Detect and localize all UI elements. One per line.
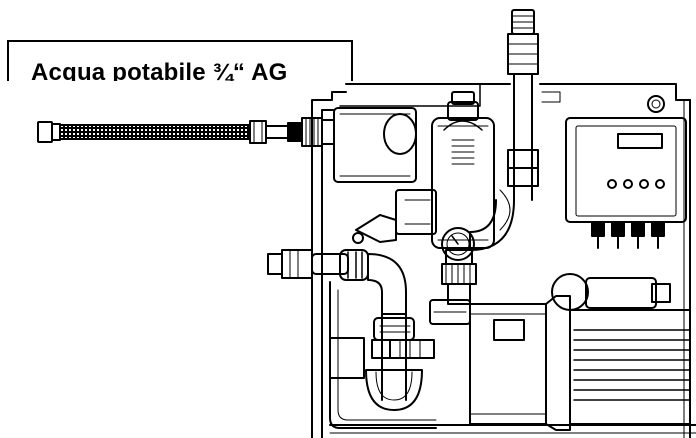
water-inlet-label-text: Acqua potabile ¾“ AG xyxy=(31,59,288,81)
control-unit xyxy=(565,95,687,249)
inlet-coupling xyxy=(301,117,335,147)
flexible-hose xyxy=(37,120,303,144)
outlet-pipe-vertical xyxy=(469,9,561,251)
tank-outline xyxy=(329,281,471,429)
pressure-reducer xyxy=(352,91,495,305)
water-inlet-label: Acqua potabile ¾“ AG xyxy=(7,40,353,81)
pump-motor xyxy=(469,273,691,431)
cabinet-frame xyxy=(311,83,696,438)
elbow-pipe xyxy=(267,249,435,411)
solenoid-valve xyxy=(333,107,417,183)
